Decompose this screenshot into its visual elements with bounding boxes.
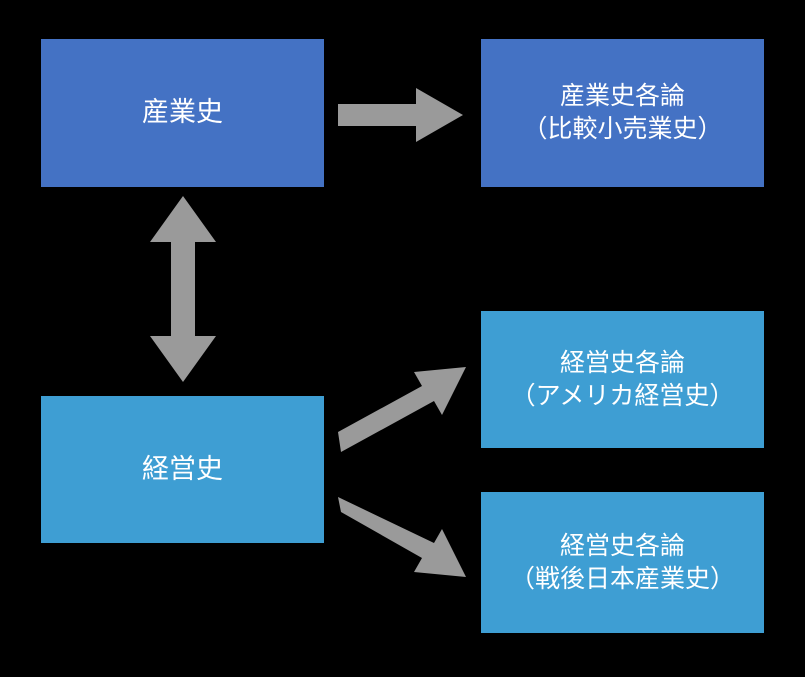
node-keieishi: 経営史 — [41, 396, 324, 543]
arrow-double-vertical-icon — [150, 196, 216, 382]
node-label-line: （アメリカ経営史） — [510, 381, 735, 410]
node-keieishi-america: 経営史各論 （アメリカ経営史） — [481, 311, 764, 448]
node-sangyoshi: 産業史 — [41, 39, 324, 187]
node-label-line: 経営史 — [142, 453, 223, 484]
arrow-right-icon — [338, 88, 463, 142]
arrow-down-right-icon — [338, 497, 466, 577]
node-label-line: （戦後日本産業史） — [509, 564, 735, 593]
node-label-line: （比較小売業史） — [522, 115, 723, 143]
node-label-line: 経営史各論 — [559, 531, 685, 560]
node-label-line: 経営史各論 — [559, 348, 685, 377]
node-label-line: 産業史各論 — [559, 82, 685, 110]
node-keieishi-sengo: 経営史各論 （戦後日本産業史） — [481, 492, 764, 633]
arrow-up-right-icon — [338, 367, 466, 452]
node-label-line: 産業史 — [142, 97, 223, 128]
node-sangyoshi-kakuron: 産業史各論 （比較小売業史） — [481, 39, 764, 187]
